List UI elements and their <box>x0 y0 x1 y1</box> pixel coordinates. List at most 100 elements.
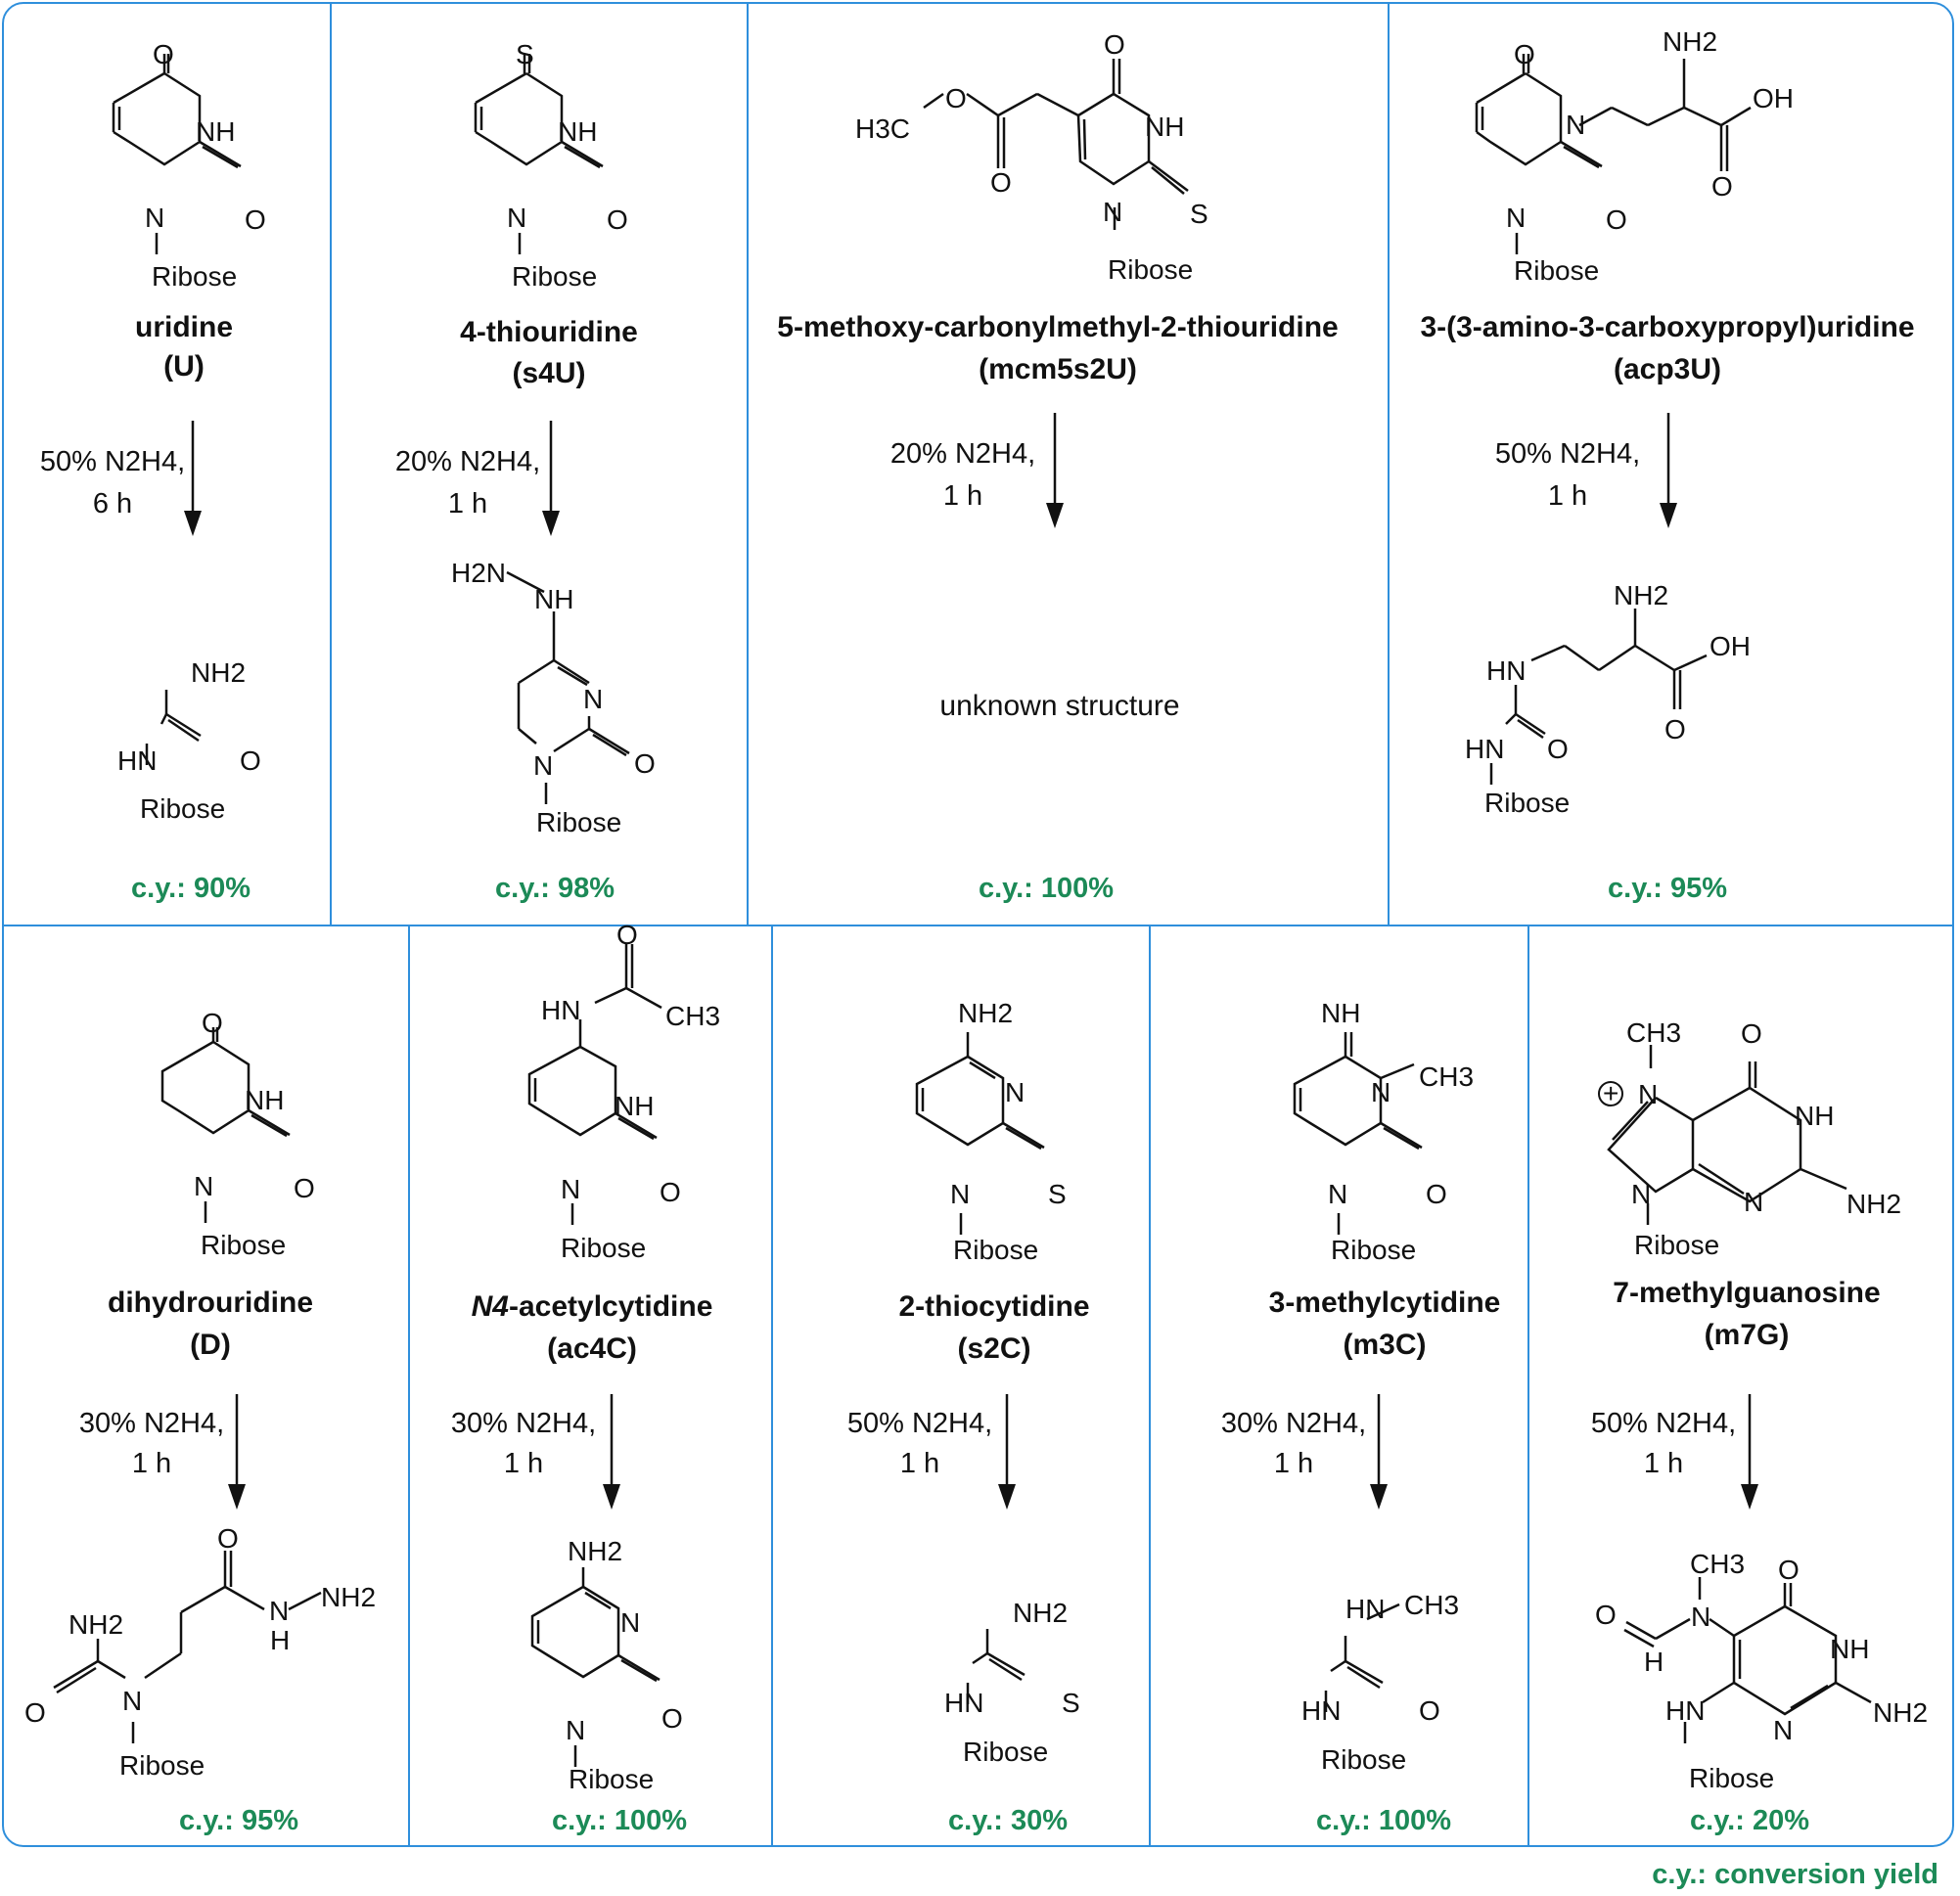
atom-NH2: NH2 <box>568 1536 622 1566</box>
column-divider <box>1149 925 1151 1847</box>
atom-O: O <box>1595 1600 1617 1630</box>
atom-OH: OH <box>1753 83 1794 113</box>
atom-O: O <box>245 204 266 235</box>
atom-NH2: NH2 <box>1846 1189 1901 1219</box>
atom-CH3: CH3 <box>1419 1061 1474 1092</box>
methylguanosine-structure: CH3 O N + NH N N NH2 Ribose <box>1598 1017 1901 1260</box>
atom-O: O <box>202 1008 223 1038</box>
compound-abbr: (m3C) <box>1343 1329 1427 1361</box>
atom-N: N <box>1691 1602 1710 1632</box>
compound-name: 4-thiouridine <box>460 316 638 348</box>
thiouridine-structure: S NH O N Ribose <box>474 39 628 292</box>
compound-abbr: (m7G) <box>1704 1319 1790 1351</box>
reaction-condition: 20% N2H4, <box>889 438 1036 470</box>
compound-name: 3-(3-amino-3-carboxypropyl)uridine <box>1420 311 1915 343</box>
reaction-time: 6 h <box>92 488 133 519</box>
product-structure: CH3 O O N H NH HN N NH2 Ribose <box>1595 1549 1928 1793</box>
atom-H2N: H2N <box>451 558 506 588</box>
atom-NH: NH <box>1830 1634 1869 1664</box>
compound-abbr: (ac4C) <box>547 1332 637 1365</box>
atom-O: O <box>990 167 1012 198</box>
atom-O: O <box>1419 1695 1440 1726</box>
product-structure: NH2 S HN Ribose <box>944 1598 1080 1767</box>
thiocytidine-structure: NH2 N S N Ribose <box>915 998 1067 1265</box>
reaction-arrow-icon <box>1741 1394 1758 1510</box>
atom-NH2: NH2 <box>1663 26 1717 57</box>
reaction-time: 1 h <box>1643 1448 1684 1479</box>
atom-N: N <box>566 1715 585 1745</box>
atom-ribose: Ribose <box>119 1750 205 1781</box>
atom-O: O <box>217 1523 239 1554</box>
atom-H3C: H3C <box>855 113 910 144</box>
atom-N: N <box>1566 110 1585 140</box>
compound-abbr: (acp3U) <box>1613 353 1722 385</box>
atom-ribose: Ribose <box>512 261 597 292</box>
conversion-yield: c.y.: 100% <box>551 1805 688 1836</box>
atom-O: O <box>661 1703 683 1734</box>
atom-NH: NH <box>534 584 573 614</box>
atom-ribose: Ribose <box>1514 255 1599 286</box>
atom-N: N <box>145 203 164 233</box>
atom-ribose: Ribose <box>561 1233 646 1263</box>
atom-HN: HN <box>117 745 157 776</box>
reaction-condition: 50% N2H4, <box>846 1408 993 1439</box>
atom-ribose: Ribose <box>1484 788 1570 818</box>
reaction-arrow-icon <box>998 1394 1016 1510</box>
atom-HN: HN <box>1665 1695 1705 1726</box>
name-rest: -acetylcytidine <box>508 1290 713 1323</box>
product-structure: NH2 O HN Ribose <box>117 657 261 824</box>
atom-N: N <box>620 1607 640 1638</box>
product-unknown: unknown structure <box>939 690 1180 722</box>
atom-NH: NH <box>1795 1101 1834 1131</box>
atom-H: H <box>270 1625 290 1655</box>
atom-O: O <box>153 39 174 69</box>
atom-N: N <box>1005 1077 1025 1107</box>
mcm5s2u-structure: H3C O O O NH S N Ribose <box>855 29 1208 285</box>
atom-CH3: CH3 <box>1626 1017 1681 1048</box>
conversion-yield: c.y.: 100% <box>978 873 1115 904</box>
compound-abbr: (mcm5s2U) <box>979 353 1137 385</box>
atom-CH3: CH3 <box>1404 1590 1459 1620</box>
column-divider <box>330 2 332 925</box>
reaction-condition: 20% N2H4, <box>394 446 541 477</box>
atom-O: O <box>1547 734 1569 764</box>
atom-ribose: Ribose <box>152 261 237 292</box>
atom-HN: HN <box>944 1688 983 1718</box>
atom-ribose: Ribose <box>1331 1235 1416 1265</box>
compound-abbr: (U) <box>163 350 205 383</box>
compound-name: 2-thiocytidine <box>898 1290 1090 1323</box>
atom-OH: OH <box>1709 631 1751 661</box>
compound-abbr: (s2C) <box>957 1332 1031 1365</box>
atom-ribose: Ribose <box>1321 1744 1406 1775</box>
uridine-structure: O NH O N Ribose <box>112 39 266 292</box>
column-divider <box>1388 2 1390 925</box>
atom-CH3: CH3 <box>665 1001 720 1031</box>
compound-abbr: (s4U) <box>512 357 586 389</box>
atom-O: O <box>945 83 967 113</box>
atom-NH2: NH2 <box>1873 1697 1928 1728</box>
reaction-arrow-icon <box>1370 1394 1388 1510</box>
atom-N: N <box>950 1179 970 1209</box>
atom-N: N <box>1371 1077 1390 1107</box>
acetylcytidine-structure: O HN CH3 NH O N Ribose <box>527 920 720 1263</box>
atom-O: O <box>294 1173 315 1203</box>
atom-O: O <box>1664 714 1686 745</box>
atom-N: N <box>1506 203 1526 233</box>
reaction-arrow-icon <box>1046 413 1064 528</box>
atom-N: N <box>1631 1179 1651 1209</box>
atom-ribose: Ribose <box>140 793 225 824</box>
product-structure: NH2 N O N Ribose <box>530 1536 683 1794</box>
atom-N: N <box>1328 1179 1347 1209</box>
legend: c.y.: conversion yield <box>1652 1859 1938 1890</box>
atom-HN: HN <box>541 995 580 1025</box>
compound-name: 7-methylguanosine <box>1613 1277 1881 1309</box>
reaction-time: 1 h <box>899 1448 940 1479</box>
acp3u-structure: O N O N Ribose NH2 OH O <box>1475 26 1794 286</box>
atom-HN: HN <box>1465 734 1504 764</box>
methylcytidine-structure: NH N CH3 O N Ribose <box>1293 998 1474 1265</box>
reaction-time: 1 h <box>1547 480 1588 512</box>
reaction-condition: 50% N2H4, <box>1494 438 1641 470</box>
compound-name: N4-acetylcytidine <box>472 1287 713 1327</box>
atom-O: O <box>1426 1179 1447 1209</box>
conversion-yield: c.y.: 30% <box>948 1805 1068 1836</box>
